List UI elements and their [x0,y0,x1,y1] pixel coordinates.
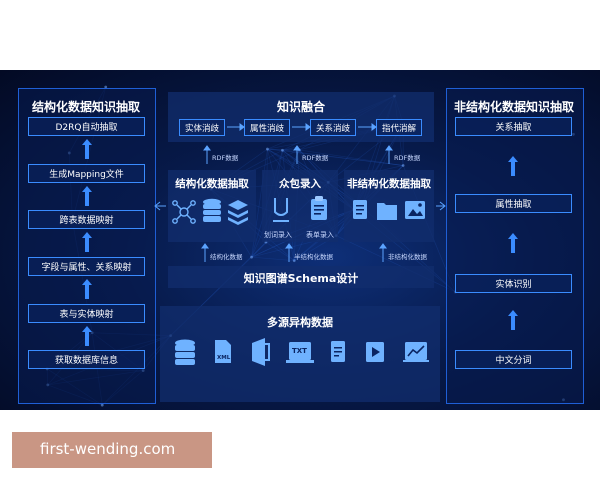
database-icon [203,198,221,222]
video-icon [366,342,384,362]
chart-icon [403,342,429,362]
watermark-banner: first-wending.com [12,432,212,468]
left-step-3: 跨表数据映射 [28,210,145,229]
crowd-label-1: 划词录入 [264,231,292,239]
left-step-4: 字段与属性、关系映射 [28,257,145,276]
left-step-2: 生成Mapping文件 [28,164,145,183]
rdf-label: RDF数据 [212,154,239,162]
xml-icon-label: XML [217,355,231,361]
flow-up-arrow [201,243,387,262]
fusion-title: 知识融合 [276,100,325,114]
left-step-6: 获取数据库信息 [28,350,145,369]
side-arrow [154,201,446,211]
architecture-diagram: 结构化数据知识抽取 D2RQ自动抽取 生成Mapping文件 跨表数据映射 字段… [0,70,600,410]
crowdsourcing-title: 众包录入 [279,178,321,190]
underline-icon [273,198,289,222]
office-icon [252,338,270,366]
layers-icon [228,200,248,225]
right-step-4: 中文分词 [455,350,572,369]
document-icon [331,341,345,362]
left-step-5: 表与实体映射 [28,304,145,323]
flow-label-structured: 结构化数据 [210,253,243,261]
folder-icon [377,203,397,220]
txt-file-icon [286,342,314,363]
schema-band [168,266,434,288]
crowd-label-2: 表单录入 [306,231,334,239]
database-icon [175,339,195,365]
rdf-label: RDF数据 [302,154,329,162]
fusion-step-3: 关系消歧 [310,119,356,136]
right-step-3: 实体识别 [455,274,572,293]
right-panel-title: 非结构化数据知识抽取 [453,100,574,114]
image-icon [405,201,425,219]
watermark-text: first-wending.com [40,440,176,458]
left-step-1: D2RQ自动抽取 [28,117,145,136]
schema-title: 知识图谱Schema设计 [243,272,359,285]
clipboard-icon [311,196,327,220]
fusion-step-4: 指代消解 [376,119,422,136]
unstructured-extraction-title: 非结构化数据抽取 [347,178,431,190]
fusion-arrow [227,123,377,131]
txt-icon-label: TXT [292,347,307,355]
right-step-2: 属性抽取 [455,194,572,213]
fusion-step-2: 属性消歧 [244,119,290,136]
rdf-label: RDF数据 [394,154,421,162]
diagram-overlay [154,123,446,366]
right-step-1: 关系抽取 [455,117,572,136]
fusion-step-1: 实体消歧 [179,119,225,136]
network-node-icon [172,200,196,224]
xml-file-icon [215,340,231,363]
structured-extraction-title: 结构化数据抽取 [175,178,249,190]
left-panel-title: 结构化数据知识抽取 [31,100,140,114]
flow-label-unstructured: 非结构化数据 [388,253,427,261]
sources-title: 多源异构数据 [267,316,333,329]
flow-label-semistructured: 半结构化数据 [294,253,333,261]
rdf-up-arrow [203,145,393,164]
document-icon [353,200,367,219]
